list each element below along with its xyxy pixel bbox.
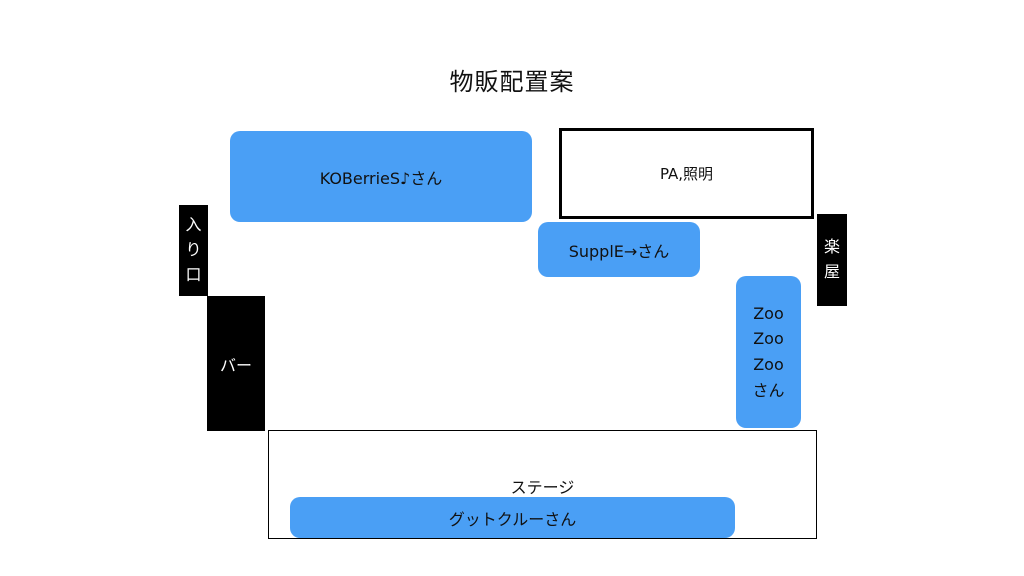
gut-crew-booth: グットクルーさん: [290, 497, 735, 538]
stage-label: ステージ: [510, 478, 575, 497]
koberries-booth-label: KOBerrieS♪さん: [319, 168, 443, 188]
zoo-label-line-3: Zoo: [753, 355, 784, 374]
entrance-marker: 入 り 口: [179, 205, 208, 296]
zoo-label-line-2: Zoo: [753, 329, 784, 349]
entrance-char-1: 入: [185, 215, 202, 235]
entrance-char-2: り: [185, 240, 202, 260]
backstage-char-2: 屋: [823, 262, 840, 281]
bar-label: バー: [219, 355, 252, 375]
entrance-char-3: 口: [185, 264, 202, 284]
gut-crew-booth-label: グットクルーさん: [448, 509, 577, 529]
pa-lighting-label: PA,照明: [659, 165, 714, 183]
zoozoozoo-booth: Zoo Zoo Zoo さん: [736, 276, 801, 428]
zoo-label-line-1: Zoo: [753, 303, 784, 323]
supple-booth: SupplE→さん: [538, 222, 700, 277]
zoo-label-line-4: さん: [752, 380, 785, 400]
bar-counter: バー: [207, 296, 265, 431]
page-title: 物販配置案: [449, 68, 575, 96]
backstage-marker: 楽 屋: [817, 214, 847, 306]
backstage-char-1: 楽: [823, 237, 840, 257]
supple-booth-label: SupplE→さん: [568, 241, 670, 261]
koberries-booth: KOBerrieS♪さん: [230, 131, 532, 222]
pa-lighting-area: PA,照明: [559, 128, 814, 219]
